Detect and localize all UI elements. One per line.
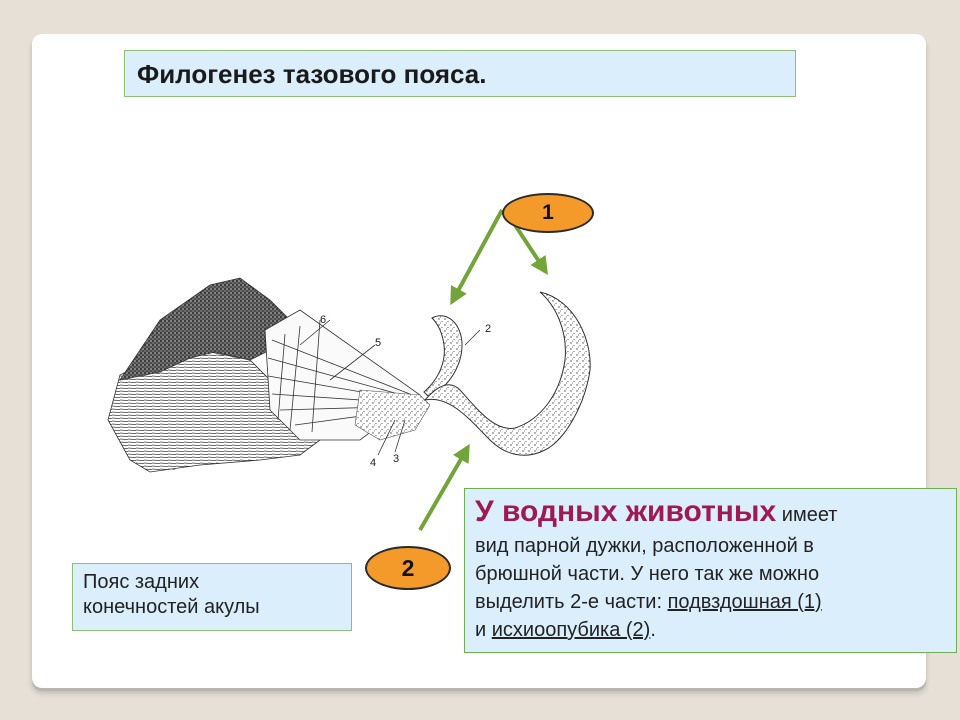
figure-label-4: 4 (370, 457, 376, 469)
leader-lines (299, 319, 481, 456)
arrow-to-ischiopubis (513, 223, 548, 276)
info-line4-prefix: выделить 2-е части: (475, 591, 668, 613)
part-ischiopubis: исхиоопубика (2) (491, 619, 651, 641)
figure-label-dash: - (172, 463, 176, 475)
title-box: Филогенез тазового пояса. (124, 50, 796, 97)
shark-caption-box: Пояс задних конечностей акулы (72, 563, 352, 631)
shark-caption-line1: Пояс задних (83, 571, 200, 593)
figure-label-2: 2 (485, 323, 491, 335)
info-line1: У водных животных имеет (475, 495, 946, 532)
figure-label-6: 6 (320, 314, 326, 326)
lead-prefix: У (475, 495, 502, 528)
info-text1: имеет (776, 504, 838, 526)
arrows (418, 209, 548, 532)
badge-1: 1 (502, 193, 594, 233)
arrow-to-ilium (450, 209, 504, 306)
slide-title: Филогенез тазового пояса. (137, 59, 487, 89)
info-line5: и исхиоопубика (2). (475, 616, 946, 644)
info-line4: выделить 2-е части: подвздошная (1) (475, 588, 946, 616)
figure-label-3: 3 (393, 453, 399, 465)
info-box: У водных животных имеет вид парной дужки… (464, 488, 957, 653)
info-end: . (650, 619, 656, 641)
lead-aquatic: водных (502, 495, 626, 528)
badge-2: 2 (365, 546, 451, 590)
info-line5-prefix: и (475, 619, 492, 641)
lead-animals: животных (625, 495, 777, 528)
ischiopubis-bone (423, 291, 591, 456)
shark-caption-line2: конечностей акулы (83, 596, 260, 618)
part-ilium: подвздошная (1) (667, 591, 822, 613)
info-line3: брюшной части. У него так же можно (475, 563, 820, 585)
fin-basal (354, 389, 431, 441)
info-line2: вид парной дужки, расположенной в (475, 535, 814, 557)
arrow-to-junction (418, 443, 470, 532)
figure-label-5: 5 (375, 337, 381, 349)
